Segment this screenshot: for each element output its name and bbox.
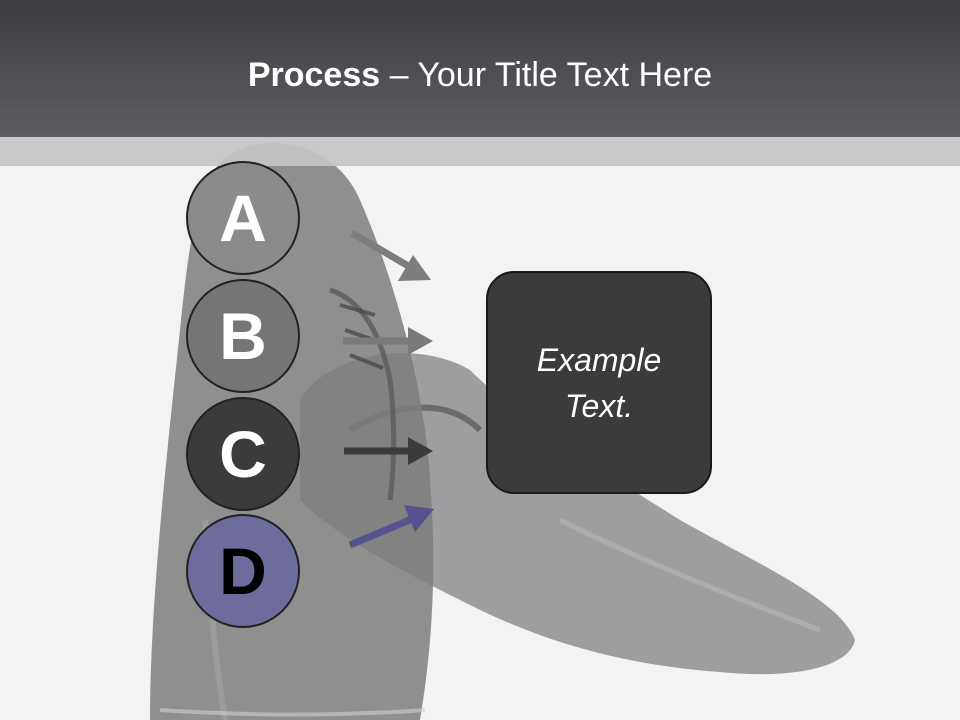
title-bold: Process bbox=[247, 56, 381, 94]
step-c-circle: C bbox=[186, 397, 300, 511]
slide-title: Process – Your Title Text Here bbox=[0, 52, 960, 98]
step-b-letter: B bbox=[219, 299, 267, 373]
arrow-b bbox=[343, 327, 433, 355]
step-d-letter: D bbox=[219, 534, 267, 608]
step-c-letter: C bbox=[219, 417, 267, 491]
arrow-d bbox=[348, 505, 434, 549]
step-d-circle: D bbox=[186, 514, 300, 628]
title-rest: – Your Title Text Here bbox=[380, 56, 713, 94]
result-box-text: Example Text. bbox=[536, 341, 662, 424]
step-a-letter: A bbox=[219, 181, 267, 255]
step-a-circle: A bbox=[186, 161, 300, 275]
step-b-circle: B bbox=[186, 279, 300, 393]
arrow-c bbox=[344, 437, 433, 465]
title-bar bbox=[0, 0, 960, 137]
title-stripe bbox=[0, 137, 960, 166]
arrow-a bbox=[350, 229, 431, 281]
result-box: Example Text. bbox=[486, 271, 712, 494]
